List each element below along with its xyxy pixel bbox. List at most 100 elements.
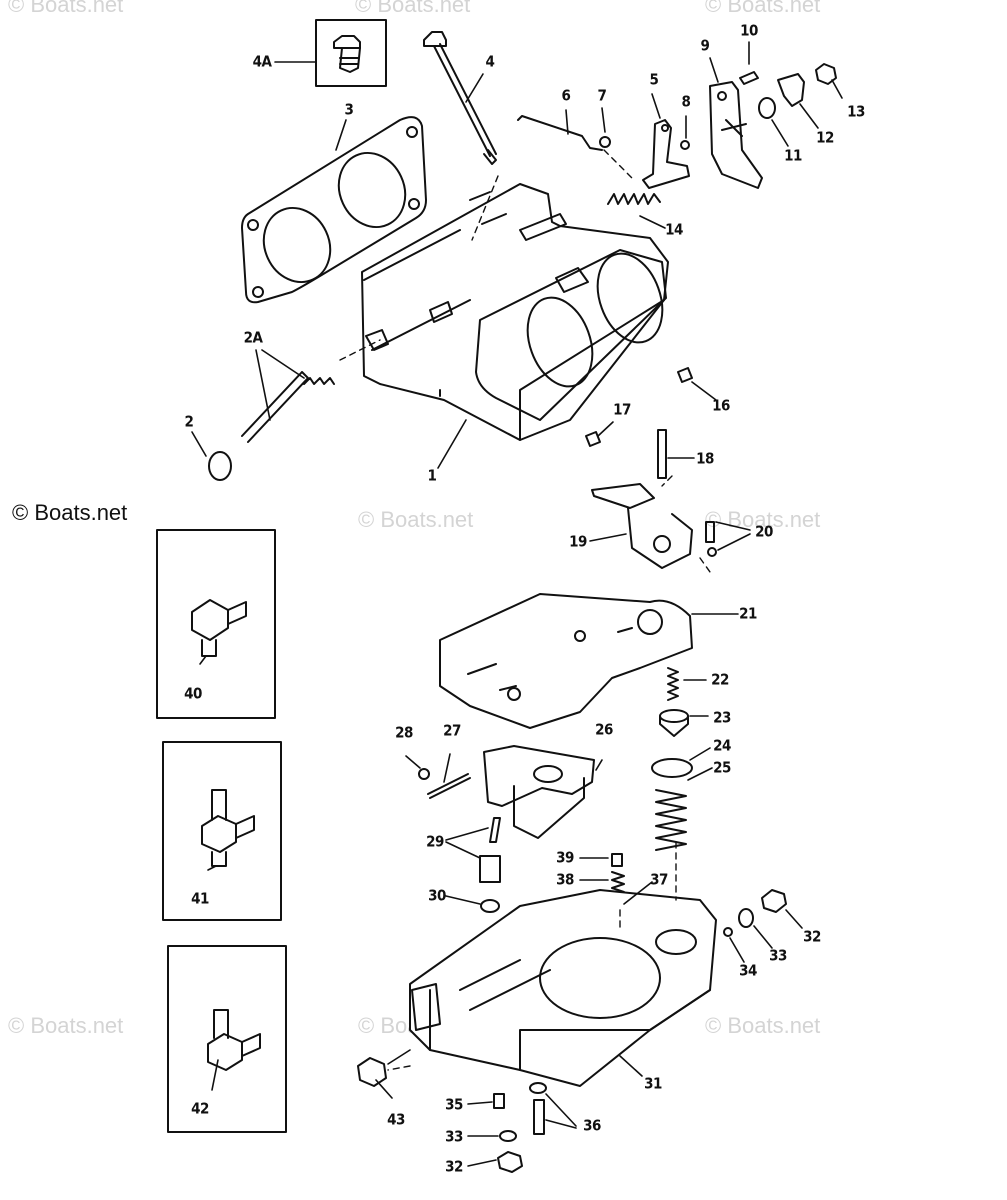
- label-9: 9: [700, 36, 710, 55]
- cap-2-drawing: [208, 451, 232, 481]
- lever-5-drawing: [642, 119, 690, 189]
- valve-23-drawing: [659, 709, 689, 737]
- label-17: 17: [613, 400, 631, 419]
- bolt-32-lower-drawing: [497, 1151, 523, 1173]
- label-34: 34: [739, 961, 757, 980]
- washer-33-lower-drawing: [499, 1130, 517, 1142]
- plug-16-drawing: [677, 367, 693, 383]
- clip-8-drawing: [680, 140, 690, 150]
- spring-2a-drawing: [303, 377, 335, 385]
- label-28: 28: [395, 723, 413, 742]
- clip-7-drawing: [599, 136, 611, 148]
- spring-25-drawing: [655, 789, 687, 851]
- pin-27-drawing: [427, 773, 471, 799]
- screw-36-drawing: [533, 1099, 545, 1135]
- label-41: 41: [191, 889, 209, 908]
- fitting-42-drawing: [207, 1009, 261, 1071]
- screw-10-drawing: [739, 71, 759, 85]
- watermark: © Boats.net: [8, 1013, 124, 1038]
- label-32-lower: 32: [445, 1157, 463, 1176]
- label-14: 14: [665, 220, 683, 239]
- inset-box-4a: [315, 19, 387, 87]
- label-37: 37: [650, 870, 668, 889]
- inset-box-41: [162, 741, 282, 921]
- label-30: 30: [428, 886, 446, 905]
- plug-28-drawing: [418, 768, 430, 780]
- pump-plunger-26-drawing: [483, 745, 595, 839]
- spring-38-drawing: [611, 871, 625, 893]
- label-24: 24: [713, 736, 731, 755]
- label-29: 29: [426, 832, 444, 851]
- label-18: 18: [696, 449, 714, 468]
- label-4a: 4A: [252, 52, 272, 71]
- plug-34-drawing: [723, 927, 733, 937]
- copyright-notice: © Boats.net: [12, 500, 128, 525]
- label-40: 40: [184, 684, 202, 703]
- label-5: 5: [649, 70, 659, 89]
- plug-17-drawing: [585, 431, 601, 447]
- pump-lever-19-drawing: [591, 483, 693, 569]
- label-10: 10: [740, 21, 758, 40]
- washer-36-drawing: [529, 1082, 547, 1094]
- label-39: 39: [556, 848, 574, 867]
- label-8: 8: [681, 92, 691, 111]
- pin-18-drawing: [657, 429, 667, 479]
- washer-30-drawing: [480, 899, 500, 913]
- mixture-screw-2a-drawing: [241, 371, 309, 443]
- spring-22-drawing: [667, 667, 679, 701]
- label-43: 43: [387, 1110, 405, 1129]
- bolt-4a-drawing: [333, 35, 361, 73]
- label-11: 11: [784, 146, 802, 165]
- bracket-9-drawing: [709, 81, 763, 189]
- check-valve-29-drawing: [489, 817, 501, 843]
- label-33-lower: 33: [445, 1127, 463, 1146]
- label-22: 22: [711, 670, 729, 689]
- seal-24-drawing: [651, 758, 693, 778]
- label-31: 31: [644, 1074, 662, 1093]
- plug-43-drawing: [357, 1057, 387, 1087]
- label-26: 26: [595, 720, 613, 739]
- label-7: 7: [597, 86, 607, 105]
- throttle-body-1-drawing: [361, 183, 669, 441]
- label-23: 23: [713, 708, 731, 727]
- watermark: © Boats.net: [705, 507, 821, 532]
- assembly-lines: [339, 149, 711, 1071]
- label-2a: 2A: [243, 328, 263, 347]
- washer-11-drawing: [758, 97, 776, 119]
- fitting-41-drawing: [201, 789, 255, 867]
- bowl-31-drawing: [409, 889, 717, 1087]
- leader-lines: [191, 41, 843, 1167]
- screw-20-drawing: [705, 521, 715, 543]
- label-32-upper: 32: [803, 927, 821, 946]
- label-6: 6: [561, 86, 571, 105]
- label-25: 25: [713, 758, 731, 777]
- label-42: 42: [191, 1099, 209, 1118]
- nut-13-drawing: [815, 63, 837, 85]
- label-1: 1: [427, 466, 437, 485]
- inset-box-40: [156, 529, 276, 719]
- label-3: 3: [344, 100, 354, 119]
- link-6-drawing: [517, 115, 603, 151]
- label-27: 27: [443, 721, 461, 740]
- fitting-40-drawing: [191, 599, 247, 657]
- gasket-3-drawing: [241, 116, 427, 304]
- label-21: 21: [739, 604, 757, 623]
- label-19: 19: [569, 532, 587, 551]
- label-36: 36: [583, 1116, 601, 1135]
- label-13: 13: [847, 102, 865, 121]
- label-35: 35: [445, 1095, 463, 1114]
- spring-14-drawing: [607, 193, 661, 205]
- screw-35-drawing: [493, 1093, 505, 1109]
- inset-box-42: [167, 945, 287, 1133]
- watermark: © Boats.net: [358, 507, 474, 532]
- label-38: 38: [556, 870, 574, 889]
- washer-33-drawing: [738, 908, 754, 928]
- plate-12-drawing: [777, 73, 805, 107]
- watermark: © Boats.net: [705, 0, 821, 17]
- label-12: 12: [816, 128, 834, 147]
- label-33-upper: 33: [769, 946, 787, 965]
- gasket-21-drawing: [439, 593, 693, 729]
- watermark: © Boats.net: [8, 0, 124, 17]
- watermark: © Boats.net: [705, 1013, 821, 1038]
